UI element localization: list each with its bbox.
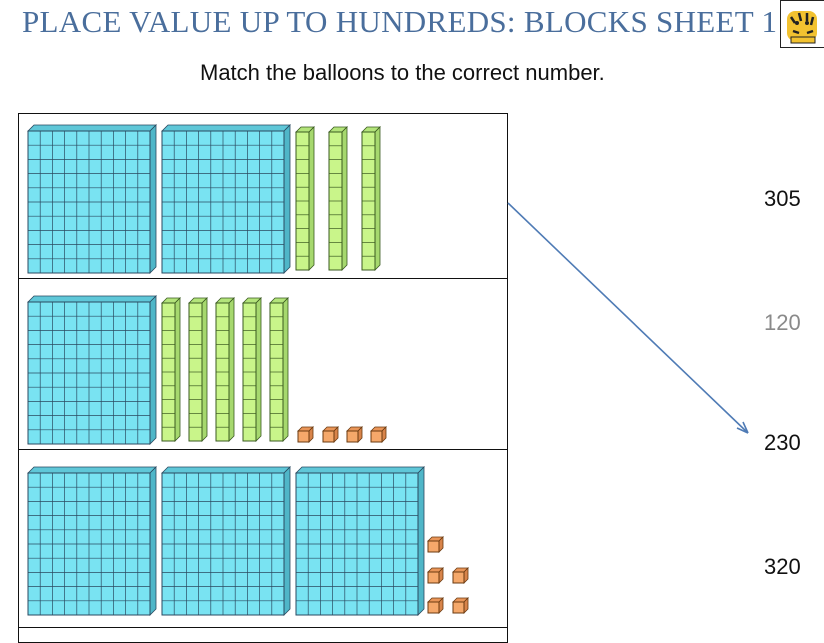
tens-rod [361, 126, 381, 271]
number-option-120[interactable]: 120 [764, 310, 801, 335]
instruction-text: Match the balloons to the correct number… [200, 60, 605, 85]
hundreds-block [27, 124, 157, 274]
tens-rod [161, 297, 181, 442]
ones-cube [322, 426, 339, 443]
ones-cube [452, 567, 469, 584]
hundreds-block [27, 466, 157, 616]
ones-cube [346, 426, 363, 443]
ones-cube [427, 567, 444, 584]
page-title: PLACE VALUE UP TO HUNDREDS: BLOCKS SHEET… [22, 4, 778, 39]
number-option-230[interactable]: 230 [764, 430, 801, 455]
hundreds-block [161, 466, 291, 616]
ones-cube [427, 597, 444, 614]
tens-rod [269, 297, 289, 442]
number-option-320[interactable]: 320 [764, 554, 801, 579]
hundreds-block [295, 466, 425, 616]
ones-cube [427, 536, 444, 553]
tens-rod [295, 126, 315, 271]
tiger-mascot-icon [780, 0, 824, 48]
tens-rod [328, 126, 348, 271]
tens-rod [188, 297, 208, 442]
hundreds-block [27, 295, 157, 445]
ones-cube [370, 426, 387, 443]
ones-cube [452, 597, 469, 614]
row-divider [19, 627, 507, 628]
number-option-305[interactable]: 305 [764, 186, 801, 211]
tens-rod [242, 297, 262, 442]
hundreds-block [161, 124, 291, 274]
tens-rod [215, 297, 235, 442]
row-divider [19, 278, 507, 279]
ones-cube [297, 426, 314, 443]
row-divider [19, 449, 507, 450]
